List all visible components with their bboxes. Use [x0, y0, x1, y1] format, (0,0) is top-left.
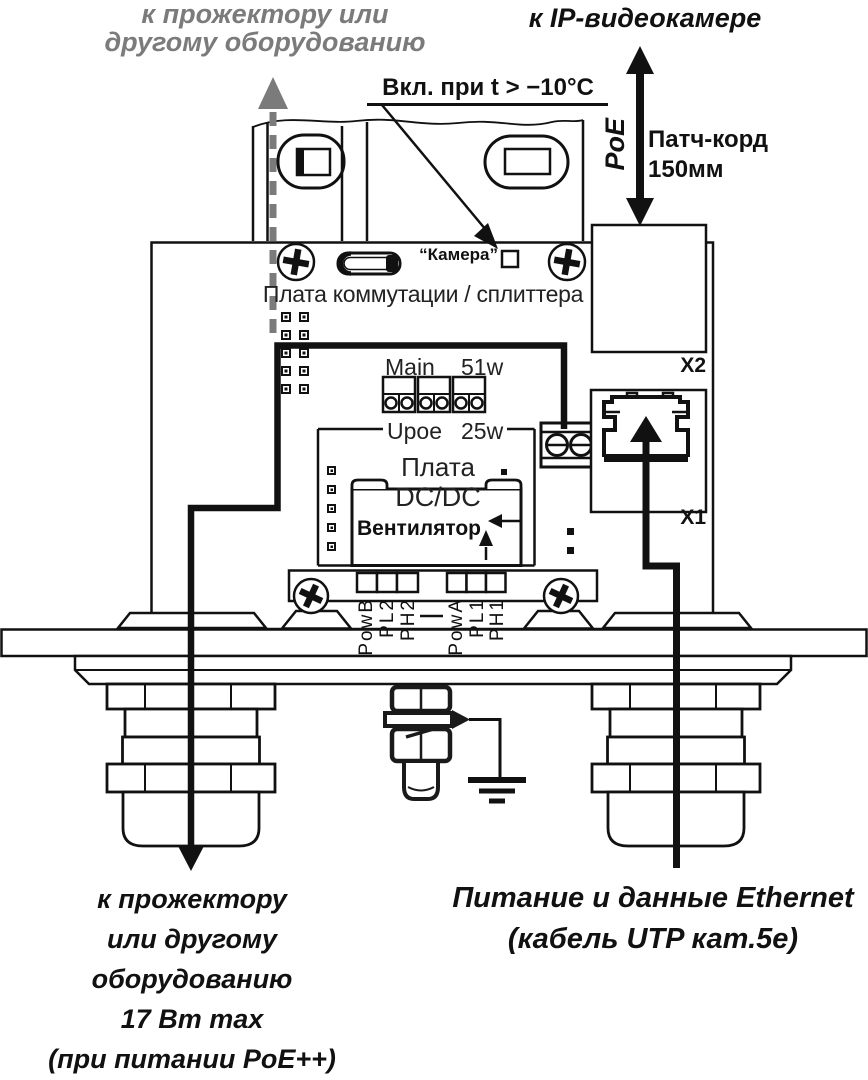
board-foot-left — [279, 609, 354, 630]
screw-icon — [547, 242, 587, 282]
poe-label: PoE — [600, 118, 630, 171]
upoe-label: Upoe — [387, 418, 442, 444]
floodlight-label-bottom: к прожектору или другому оборудованию 17… — [48, 884, 336, 1074]
pin-header-column — [327, 466, 336, 551]
fan-box — [350, 478, 523, 567]
pin-label-powb: PowB — [356, 598, 377, 656]
splitter-board-label: Плата коммутации / сплиттера — [262, 281, 584, 307]
floodlight-cable-arrow — [258, 77, 288, 342]
patch-cord-label: Патч-корд 150мм — [648, 126, 768, 183]
dcdc-board-label-2: DC/DC — [395, 482, 481, 512]
fan-airflow-arrows — [479, 514, 520, 560]
x1-label: X1 — [680, 506, 706, 529]
terminal-block — [539, 421, 599, 469]
pin-dots — [501, 469, 574, 554]
x2-connector-box — [590, 223, 708, 354]
capacitor-bump — [484, 478, 523, 489]
capacitor-bump — [350, 478, 389, 489]
pin-header-grid — [281, 312, 309, 394]
mounting-slot-right — [483, 134, 570, 190]
ethernet-cable-right — [630, 416, 680, 868]
fuse-capsule-icon — [336, 251, 402, 276]
camera-led-label: “Камера” — [419, 245, 498, 264]
ground-symbol — [468, 718, 526, 804]
ethernet-label-bottom: Питание и данные Ethernet (кабель UTP ка… — [452, 882, 854, 955]
floodlight-label-top: к прожектору или другому оборудованию — [104, 0, 426, 57]
main-connector-label: Main — [385, 354, 435, 380]
enclosure-top — [251, 118, 585, 241]
main-power-connectors — [381, 375, 487, 414]
mounting-slot-left — [276, 133, 346, 190]
pin-label-powa: PowA — [446, 598, 467, 656]
temp-note-pointer-arrow — [367, 103, 608, 249]
screw-icon — [276, 242, 316, 282]
power-cable-left — [177, 342, 568, 871]
pin-label-pl2: PL2 — [377, 598, 398, 638]
ground-bolt — [383, 684, 470, 801]
main-power-value: 51w — [461, 354, 504, 380]
pin-label-pl1: PL1 — [467, 598, 488, 638]
mounting-plate — [0, 609, 868, 686]
screw-icon — [542, 577, 580, 615]
dcdc-board-label-1: Плата — [401, 452, 475, 482]
upoe-power-value: 25w — [461, 418, 504, 444]
x2-label: X2 — [680, 354, 706, 377]
poe-patchcord-arrow — [626, 46, 654, 226]
pin-label-ph1: PH1 — [487, 598, 508, 641]
ip-camera-label: к IP-видеокамере — [528, 3, 762, 33]
camera-led-square — [500, 249, 520, 269]
screw-icon — [292, 577, 330, 615]
pin-label-ph2: PH2 — [398, 598, 419, 641]
fan-label: Вентилятор — [357, 517, 481, 540]
temp-note: Вкл. при t > −10°C — [382, 74, 594, 101]
